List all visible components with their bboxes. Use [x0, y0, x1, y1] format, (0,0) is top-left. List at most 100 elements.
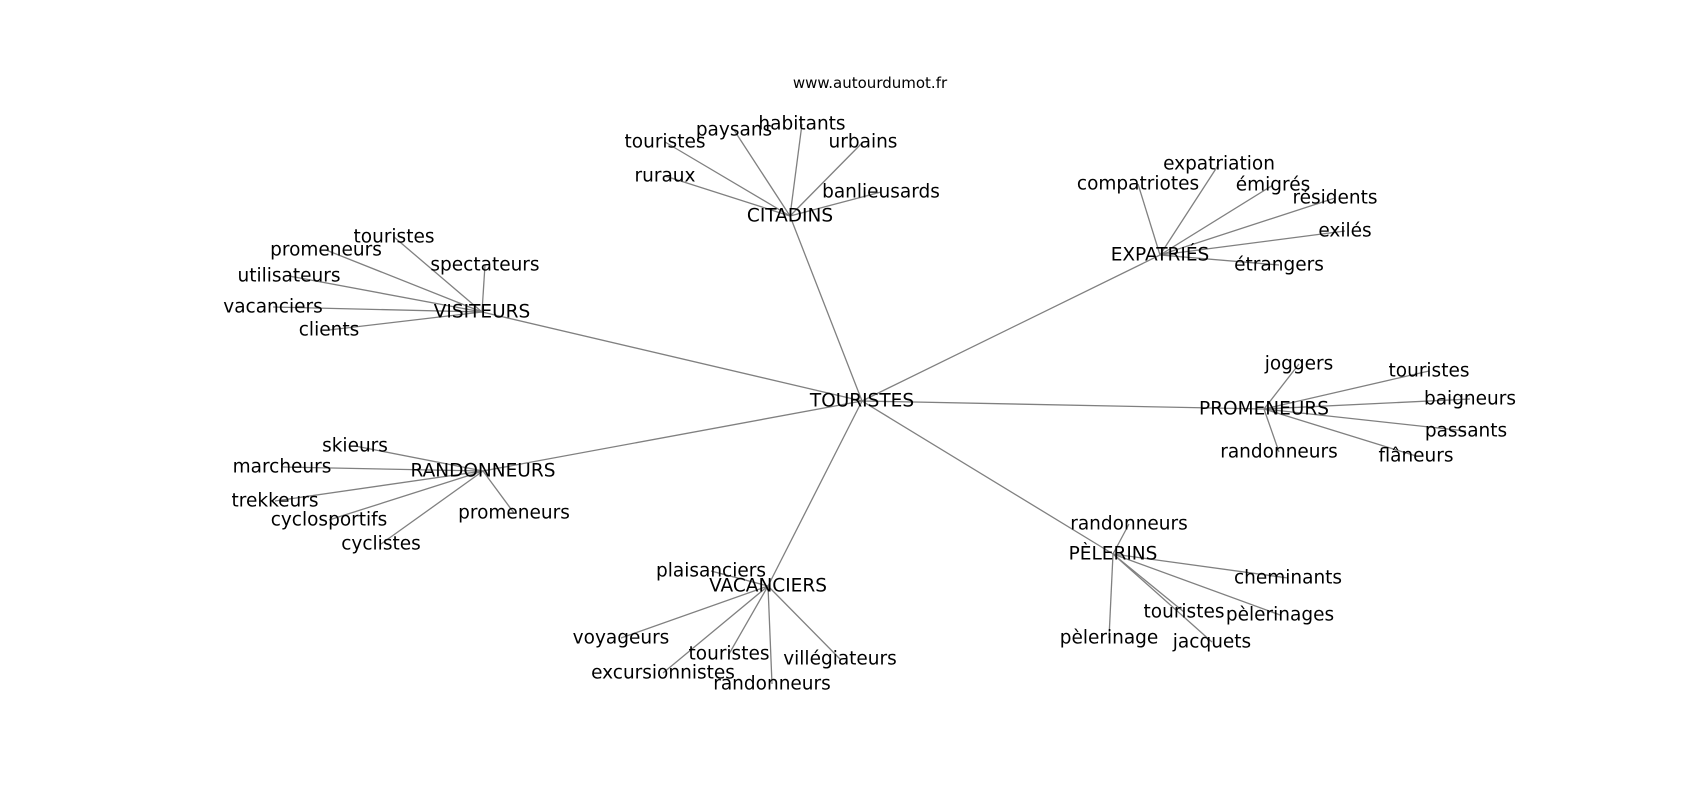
- leaf-node-spectateurs: spectateurs: [430, 255, 539, 276]
- edge-expatries-residents: [1159, 197, 1336, 256]
- leaf-node-voyageurs: voyageurs: [573, 628, 670, 649]
- leaf-node-exiles: exilés: [1318, 221, 1371, 242]
- cluster-node-citadins: CITADINS: [747, 206, 833, 227]
- leaf-node-jacquets: jacquets: [1172, 632, 1251, 653]
- leaf-node-randonneurs: randonneurs: [1220, 442, 1338, 463]
- leaf-node-touristes: touristes: [354, 227, 435, 248]
- edge-citadins-touristes: [664, 141, 791, 217]
- edge-expatries-compatriotes: [1137, 183, 1161, 256]
- leaf-node-habitants: habitants: [758, 114, 845, 135]
- cluster-node-randonneurs: RANDONNEURS: [411, 461, 556, 482]
- graph-edges: [272, 123, 1471, 685]
- leaf-node-cheminants: cheminants: [1234, 568, 1342, 589]
- leaf-node-pelerinages: pèlerinages: [1226, 605, 1334, 626]
- edge-vacanciers-excursionnistes: [662, 585, 769, 674]
- edge-randonneurs-trekkeurs: [274, 470, 484, 502]
- leaf-node-banlieusards: banlieusards: [822, 182, 940, 203]
- cluster-node-pelerins: PÈLERINS: [1069, 543, 1158, 565]
- edge-expatries-etrangers: [1159, 254, 1280, 266]
- leaf-node-cyclosportifs: cyclosportifs: [271, 510, 388, 531]
- edge-visiteurs-touristes: [393, 236, 483, 313]
- leaf-node-utilisateurs: utilisateurs: [238, 266, 341, 287]
- leaf-node-promeneurs: promeneurs: [458, 503, 570, 524]
- leaf-node-touristes: touristes: [1144, 602, 1225, 623]
- edge-center-vacanciers: [767, 400, 863, 587]
- edge-promeneurs-randonneurs: [1263, 408, 1280, 453]
- edge-expatries-emigres: [1159, 184, 1274, 256]
- leaf-node-compatriotes: compatriotes: [1077, 174, 1199, 195]
- leaf-node-joggers: joggers: [1264, 354, 1334, 375]
- edge-visiteurs-clients: [328, 311, 483, 331]
- edge-pelerins-randonneurs: [1112, 523, 1130, 555]
- leaf-node-flaneurs: flâneurs: [1378, 446, 1453, 467]
- edge-expatries-exiles: [1159, 230, 1346, 256]
- leaf-node-baigneurs: baigneurs: [1424, 389, 1516, 410]
- leaf-node-villegiateurs: villégiateurs: [783, 649, 897, 670]
- edge-center-promeneurs: [861, 400, 1265, 410]
- edge-citadins-banlieusards: [789, 191, 882, 217]
- edge-visiteurs-spectateurs: [481, 264, 486, 313]
- edge-citadins-urbains: [789, 141, 864, 217]
- edge-visiteurs-vacanciers: [272, 306, 483, 313]
- leaf-node-residents: résidents: [1292, 188, 1377, 209]
- edge-citadins-habitants: [789, 123, 803, 217]
- leaf-node-promeneurs: promeneurs: [270, 240, 382, 261]
- cluster-node-expatries: EXPATRIÉS: [1111, 244, 1210, 266]
- edge-randonneurs-promeneurs: [482, 470, 515, 514]
- edge-promeneurs-flaneurs: [1263, 408, 1417, 457]
- leaf-node-expatriation: expatriation: [1163, 154, 1275, 175]
- cluster-node-vacanciers: VACANCIERS: [709, 576, 827, 597]
- edge-pelerins-cheminants: [1112, 553, 1289, 579]
- edge-center-expatries: [861, 254, 1161, 402]
- source-watermark: www.autourdumot.fr: [793, 74, 948, 92]
- edge-vacanciers-plaisanciers: [710, 570, 769, 587]
- leaf-node-emigres: émigrés: [1236, 175, 1311, 196]
- edge-promeneurs-joggers: [1263, 363, 1300, 410]
- edge-pelerins-pelerinage: [1108, 553, 1114, 639]
- leaf-node-plaisanciers: plaisanciers: [656, 561, 766, 582]
- edge-promeneurs-passants: [1263, 408, 1467, 432]
- leaf-node-ruraux: ruraux: [635, 166, 696, 187]
- leaf-node-touristes: touristes: [625, 132, 706, 153]
- cluster-node-visiteurs: VISITEURS: [434, 302, 530, 323]
- leaf-node-randonneurs: randonneurs: [713, 674, 831, 695]
- leaf-node-randonneurs: randonneurs: [1070, 514, 1188, 535]
- leaf-node-skieurs: skieurs: [322, 436, 388, 457]
- leaf-node-clients: clients: [299, 320, 359, 341]
- edge-citadins-ruraux: [664, 175, 791, 217]
- cluster-node-promeneurs: PROMENEURS: [1199, 399, 1329, 420]
- edge-randonneurs-marcheurs: [281, 466, 484, 472]
- edge-center-citadins: [789, 215, 863, 402]
- edge-expatries-expatriation: [1159, 163, 1220, 256]
- leaf-node-etrangers: étrangers: [1234, 255, 1324, 276]
- edge-center-randonneurs: [482, 400, 863, 472]
- leaf-node-excursionnistes: excursionnistes: [591, 663, 735, 684]
- leaf-node-trekkeurs: trekkeurs: [232, 491, 319, 512]
- leaf-node-marcheurs: marcheurs: [233, 457, 332, 478]
- edge-promeneurs-baigneurs: [1263, 398, 1471, 410]
- leaf-node-touristes: touristes: [1389, 361, 1470, 382]
- center-node-label: TOURISTES: [809, 391, 914, 412]
- leaf-node-pelerinage: pèlerinage: [1060, 628, 1159, 649]
- leaf-node-touristes: touristes: [689, 644, 770, 665]
- edge-promeneurs-touristes: [1263, 370, 1430, 410]
- leaf-node-passants: passants: [1425, 421, 1507, 442]
- edge-randonneurs-skieurs: [354, 445, 484, 472]
- edge-center-pelerins: [861, 400, 1114, 555]
- edge-center-visiteurs: [481, 311, 863, 402]
- graph-labels: TOURISTESCITADINStouristespaysanshabitan…: [223, 114, 1516, 695]
- edge-visiteurs-promeneurs: [325, 249, 483, 313]
- edge-vacanciers-randonneurs: [767, 585, 773, 685]
- edge-vacanciers-villegiateurs: [767, 585, 841, 660]
- leaf-node-vacanciers: vacanciers: [223, 297, 322, 318]
- edge-pelerins-jacquets: [1112, 553, 1213, 643]
- edge-randonneurs-cyclistes: [380, 470, 484, 545]
- leaf-node-paysans: paysans: [696, 120, 772, 141]
- edge-pelerins-pelerinages: [1112, 553, 1281, 616]
- edge-vacanciers-voyageurs: [620, 585, 769, 639]
- edge-visiteurs-utilisateurs: [288, 275, 483, 313]
- edge-vacanciers-touristes: [728, 585, 769, 655]
- leaf-node-cyclistes: cyclistes: [341, 534, 420, 555]
- leaf-node-urbains: urbains: [829, 132, 898, 153]
